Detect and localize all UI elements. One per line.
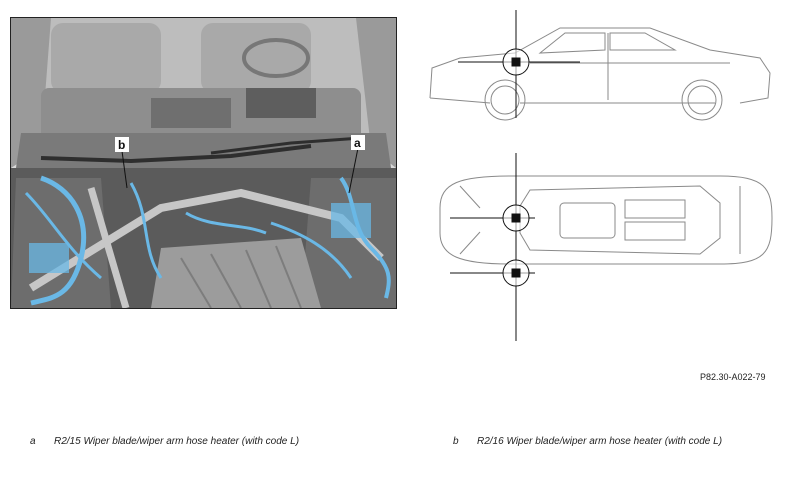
vehicle-location-views <box>420 8 790 348</box>
callout-a: a <box>354 136 361 150</box>
side-view-car <box>429 27 771 121</box>
legend-text: R2/15 Wiper blade/wiper arm hose heater … <box>54 436 300 447</box>
callout-b: b <box>118 138 125 152</box>
vehicle-outline-drawing <box>429 10 773 341</box>
figure-code: P82.30-A022-79 <box>700 372 766 382</box>
engine-bay-illustration: b a <box>11 18 396 308</box>
top-view-car <box>439 175 773 265</box>
location-markers <box>450 10 580 341</box>
engine-bay-photo: b a <box>10 17 397 309</box>
legend-item-b: b R2/16 Wiper blade/wiper arm hose heater… <box>453 436 722 447</box>
legend-item-a: a R2/15 Wiper blade/wiper arm hose heater… <box>30 436 299 447</box>
legend-text: R2/16 Wiper blade/wiper arm hose heater … <box>477 436 723 447</box>
legend-key: b <box>453 436 459 447</box>
legend-key: a <box>30 436 36 447</box>
